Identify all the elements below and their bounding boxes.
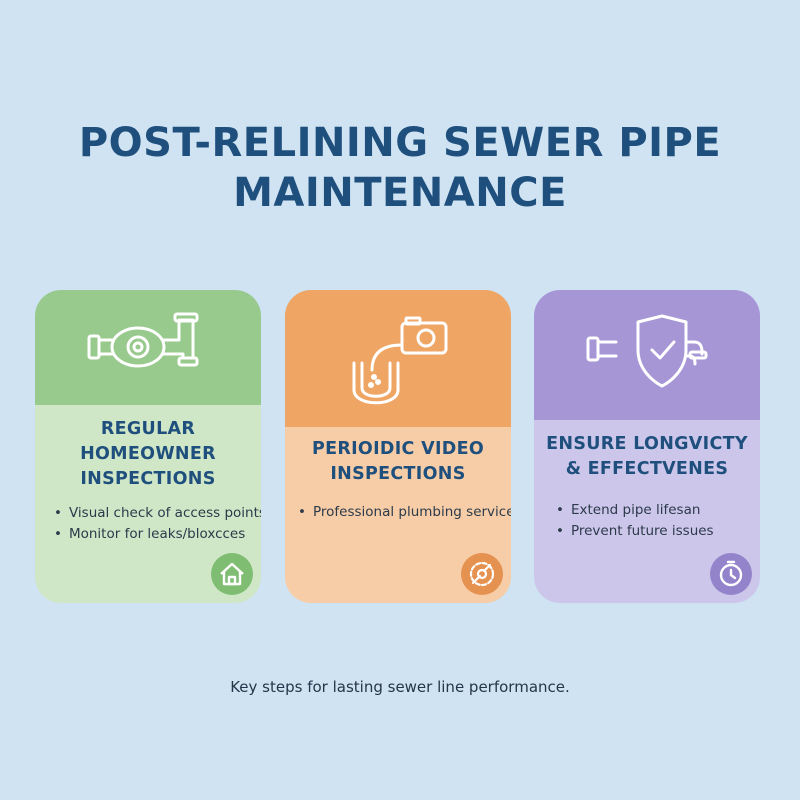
pipe-with-shield-icon <box>586 314 708 388</box>
card-longevity: ENSURE LONGVICTY & EFFECTVENES Extend pi… <box>534 290 760 603</box>
footer-caption: Key steps for lasting sewer line perform… <box>230 678 570 696</box>
bullet-list: Visual check of access points Monitor fo… <box>35 503 261 545</box>
page-title-line-1: POST-RELINING SEWER PIPE <box>78 120 722 166</box>
card-title-line: & EFFECTVENES <box>565 459 729 479</box>
card-title-line: PERIOIDIC VIDEO <box>311 439 485 459</box>
card-body: ENSURE LONGVICTY & EFFECTVENES Extend pi… <box>534 420 760 603</box>
bullet-list: Extend pipe lifesan Prevent future issue… <box>534 500 760 542</box>
house-badge <box>211 553 253 595</box>
wrench-gear-icon <box>469 561 495 587</box>
camera-in-pipe-icon <box>352 316 448 405</box>
card-title-line: HOMEOWNER <box>80 444 216 464</box>
card-title: ENSURE LONGVICTY & EFFECTVENES <box>542 432 752 482</box>
card-title: PERIOIDIC VIDEO INSPECTIONS <box>293 437 503 487</box>
page-title: POST-RELINING SEWER PIPE MAINTENANCE <box>0 118 800 218</box>
clock-icon <box>719 560 743 587</box>
list-item: Visual check of access points <box>54 503 261 524</box>
card-title-line: REGULAR <box>100 419 196 439</box>
card-body: PERIOIDIC VIDEO INSPECTIONS Professional… <box>285 427 511 603</box>
pipe-with-eye-icon <box>87 312 199 368</box>
page-title-line-2: MAINTENANCE <box>233 170 567 216</box>
card-title-line: ENSURE LONGVICTY <box>546 434 748 454</box>
card-title: REGULAR HOMEOWNER INSPECTIONS <box>43 417 253 492</box>
list-item: Professional plumbing service <box>298 502 511 523</box>
card-title-line: INSPECTIONS <box>80 469 216 489</box>
card-header <box>285 290 511 427</box>
list-item: Extend pipe lifesan <box>556 500 760 521</box>
card-header <box>35 290 261 405</box>
bullet-list: Professional plumbing service <box>285 502 511 523</box>
clock-badge <box>710 553 752 595</box>
card-homeowner-inspections: REGULAR HOMEOWNER INSPECTIONS Visual che… <box>35 290 261 603</box>
wrench-gear-badge <box>461 553 503 595</box>
card-body: REGULAR HOMEOWNER INSPECTIONS Visual che… <box>35 405 261 603</box>
card-video-inspections: PERIOIDIC VIDEO INSPECTIONS Professional… <box>285 290 511 603</box>
list-item: Monitor for leaks/bloxcces <box>54 524 261 545</box>
card-title-line: INSPECTIONS <box>330 464 466 484</box>
list-item: Prevent future issues <box>556 521 760 542</box>
house-icon <box>220 562 244 586</box>
card-header <box>534 290 760 420</box>
